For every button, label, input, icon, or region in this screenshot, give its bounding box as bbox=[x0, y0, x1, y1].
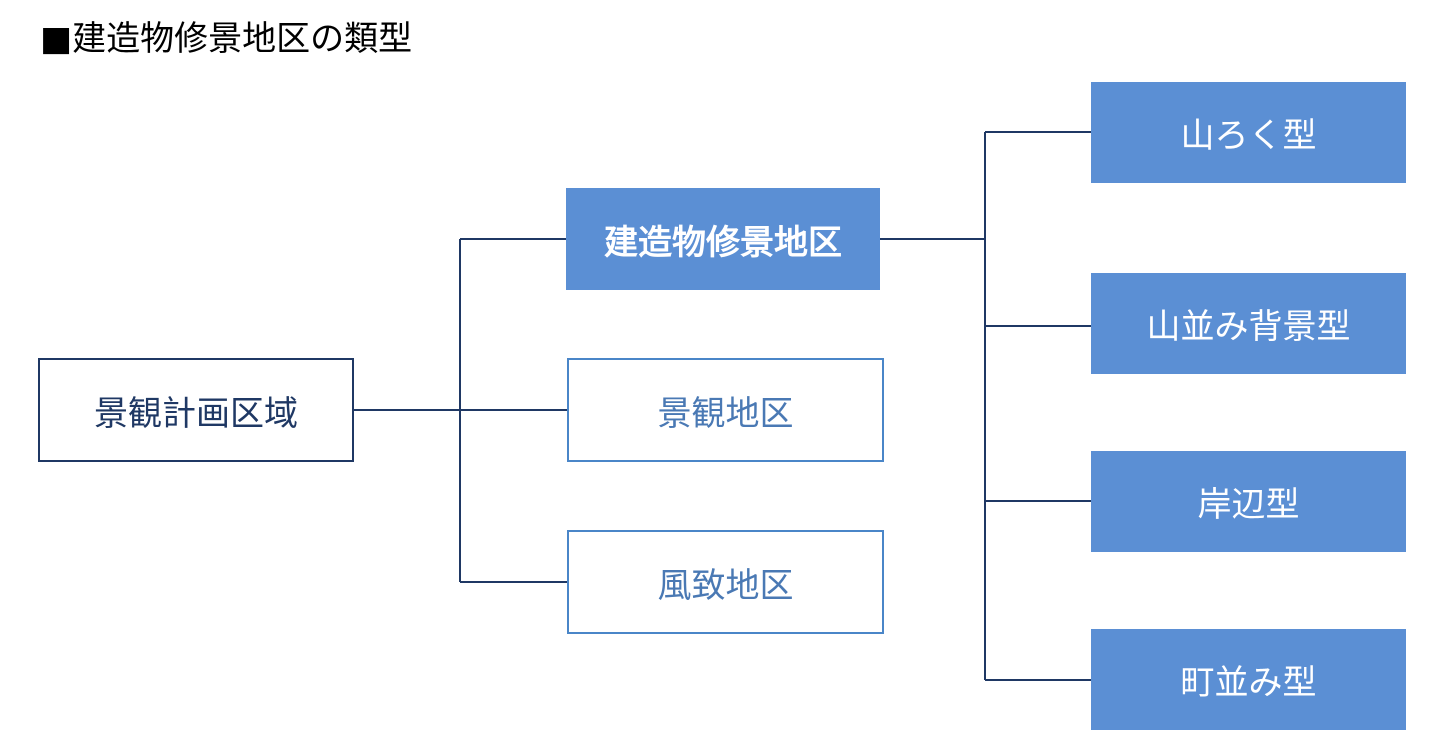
district-node-keikan: 景観地区 bbox=[567, 358, 884, 462]
district-node-fuchi: 風致地区 bbox=[567, 530, 884, 634]
type-node-kishibe: 岸辺型 bbox=[1091, 451, 1406, 552]
type-node-label: 町並み型 bbox=[1180, 663, 1317, 703]
district-node-label: 景観地区 bbox=[657, 393, 794, 434]
district-node-label: 風致地区 bbox=[657, 565, 794, 606]
type-node-label: 山ろく型 bbox=[1180, 116, 1317, 156]
district-node-kenzobutsu-shukei: 建造物修景地区 bbox=[566, 188, 880, 290]
root-node-keikan-keikaku-kuiki: 景観計画区域 bbox=[38, 358, 354, 462]
page-title: ■建造物修景地区の類型 bbox=[40, 19, 413, 59]
type-node-machinami: 町並み型 bbox=[1091, 629, 1406, 730]
type-node-label: 山並み背景型 bbox=[1146, 307, 1351, 347]
root-node-label: 景観計画区域 bbox=[94, 393, 298, 434]
type-node-yamanami-haikei: 山並み背景型 bbox=[1091, 273, 1406, 374]
district-node-label: 建造物修景地区 bbox=[604, 222, 842, 263]
type-node-label: 岸辺型 bbox=[1197, 485, 1300, 525]
type-node-sanroku: 山ろく型 bbox=[1091, 82, 1406, 183]
